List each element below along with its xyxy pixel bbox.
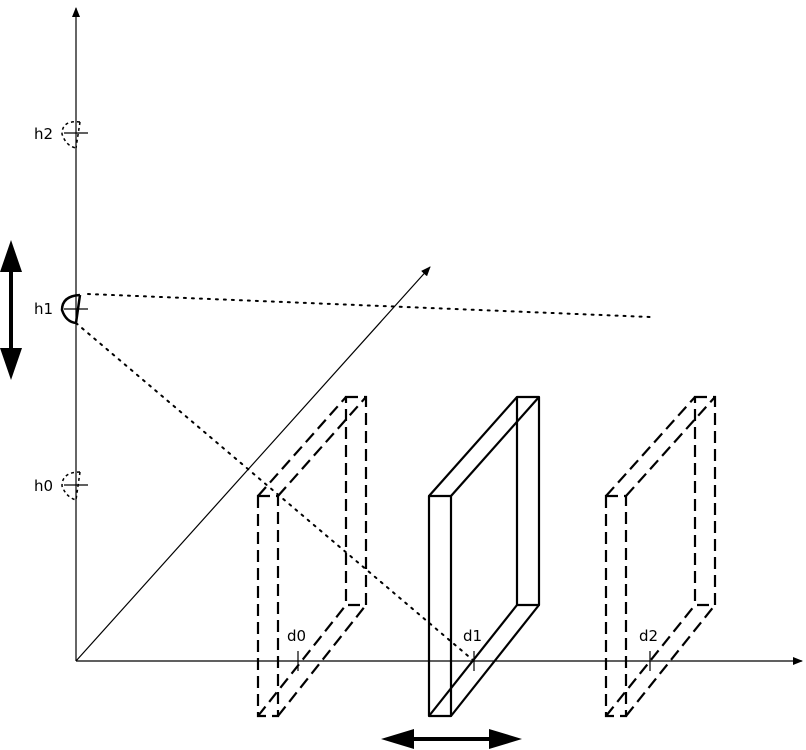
label-d0: d0 bbox=[287, 627, 306, 645]
horizontal-arrow-icon bbox=[381, 729, 522, 749]
eye-icon-h0 bbox=[61, 471, 81, 501]
height-ticks bbox=[64, 132, 88, 486]
axes bbox=[72, 7, 803, 665]
label-d1: d1 bbox=[463, 627, 482, 645]
label-h1: h1 bbox=[34, 300, 53, 318]
display-panel-d0 bbox=[256, 395, 368, 718]
vertical-arrow-icon bbox=[0, 240, 22, 380]
sight-line-bottom bbox=[75, 322, 475, 662]
label-d2: d2 bbox=[639, 627, 658, 645]
eye-icon-h1 bbox=[60, 293, 82, 325]
display-panel-d2 bbox=[604, 395, 717, 718]
depth-axis bbox=[75, 266, 431, 662]
eye-icon-h2 bbox=[61, 121, 81, 149]
label-h0: h0 bbox=[34, 477, 53, 495]
label-h2: h2 bbox=[34, 125, 53, 143]
sight-line-top bbox=[87, 293, 651, 318]
sight-lines bbox=[75, 293, 651, 662]
display-panel-d1 bbox=[427, 395, 541, 718]
